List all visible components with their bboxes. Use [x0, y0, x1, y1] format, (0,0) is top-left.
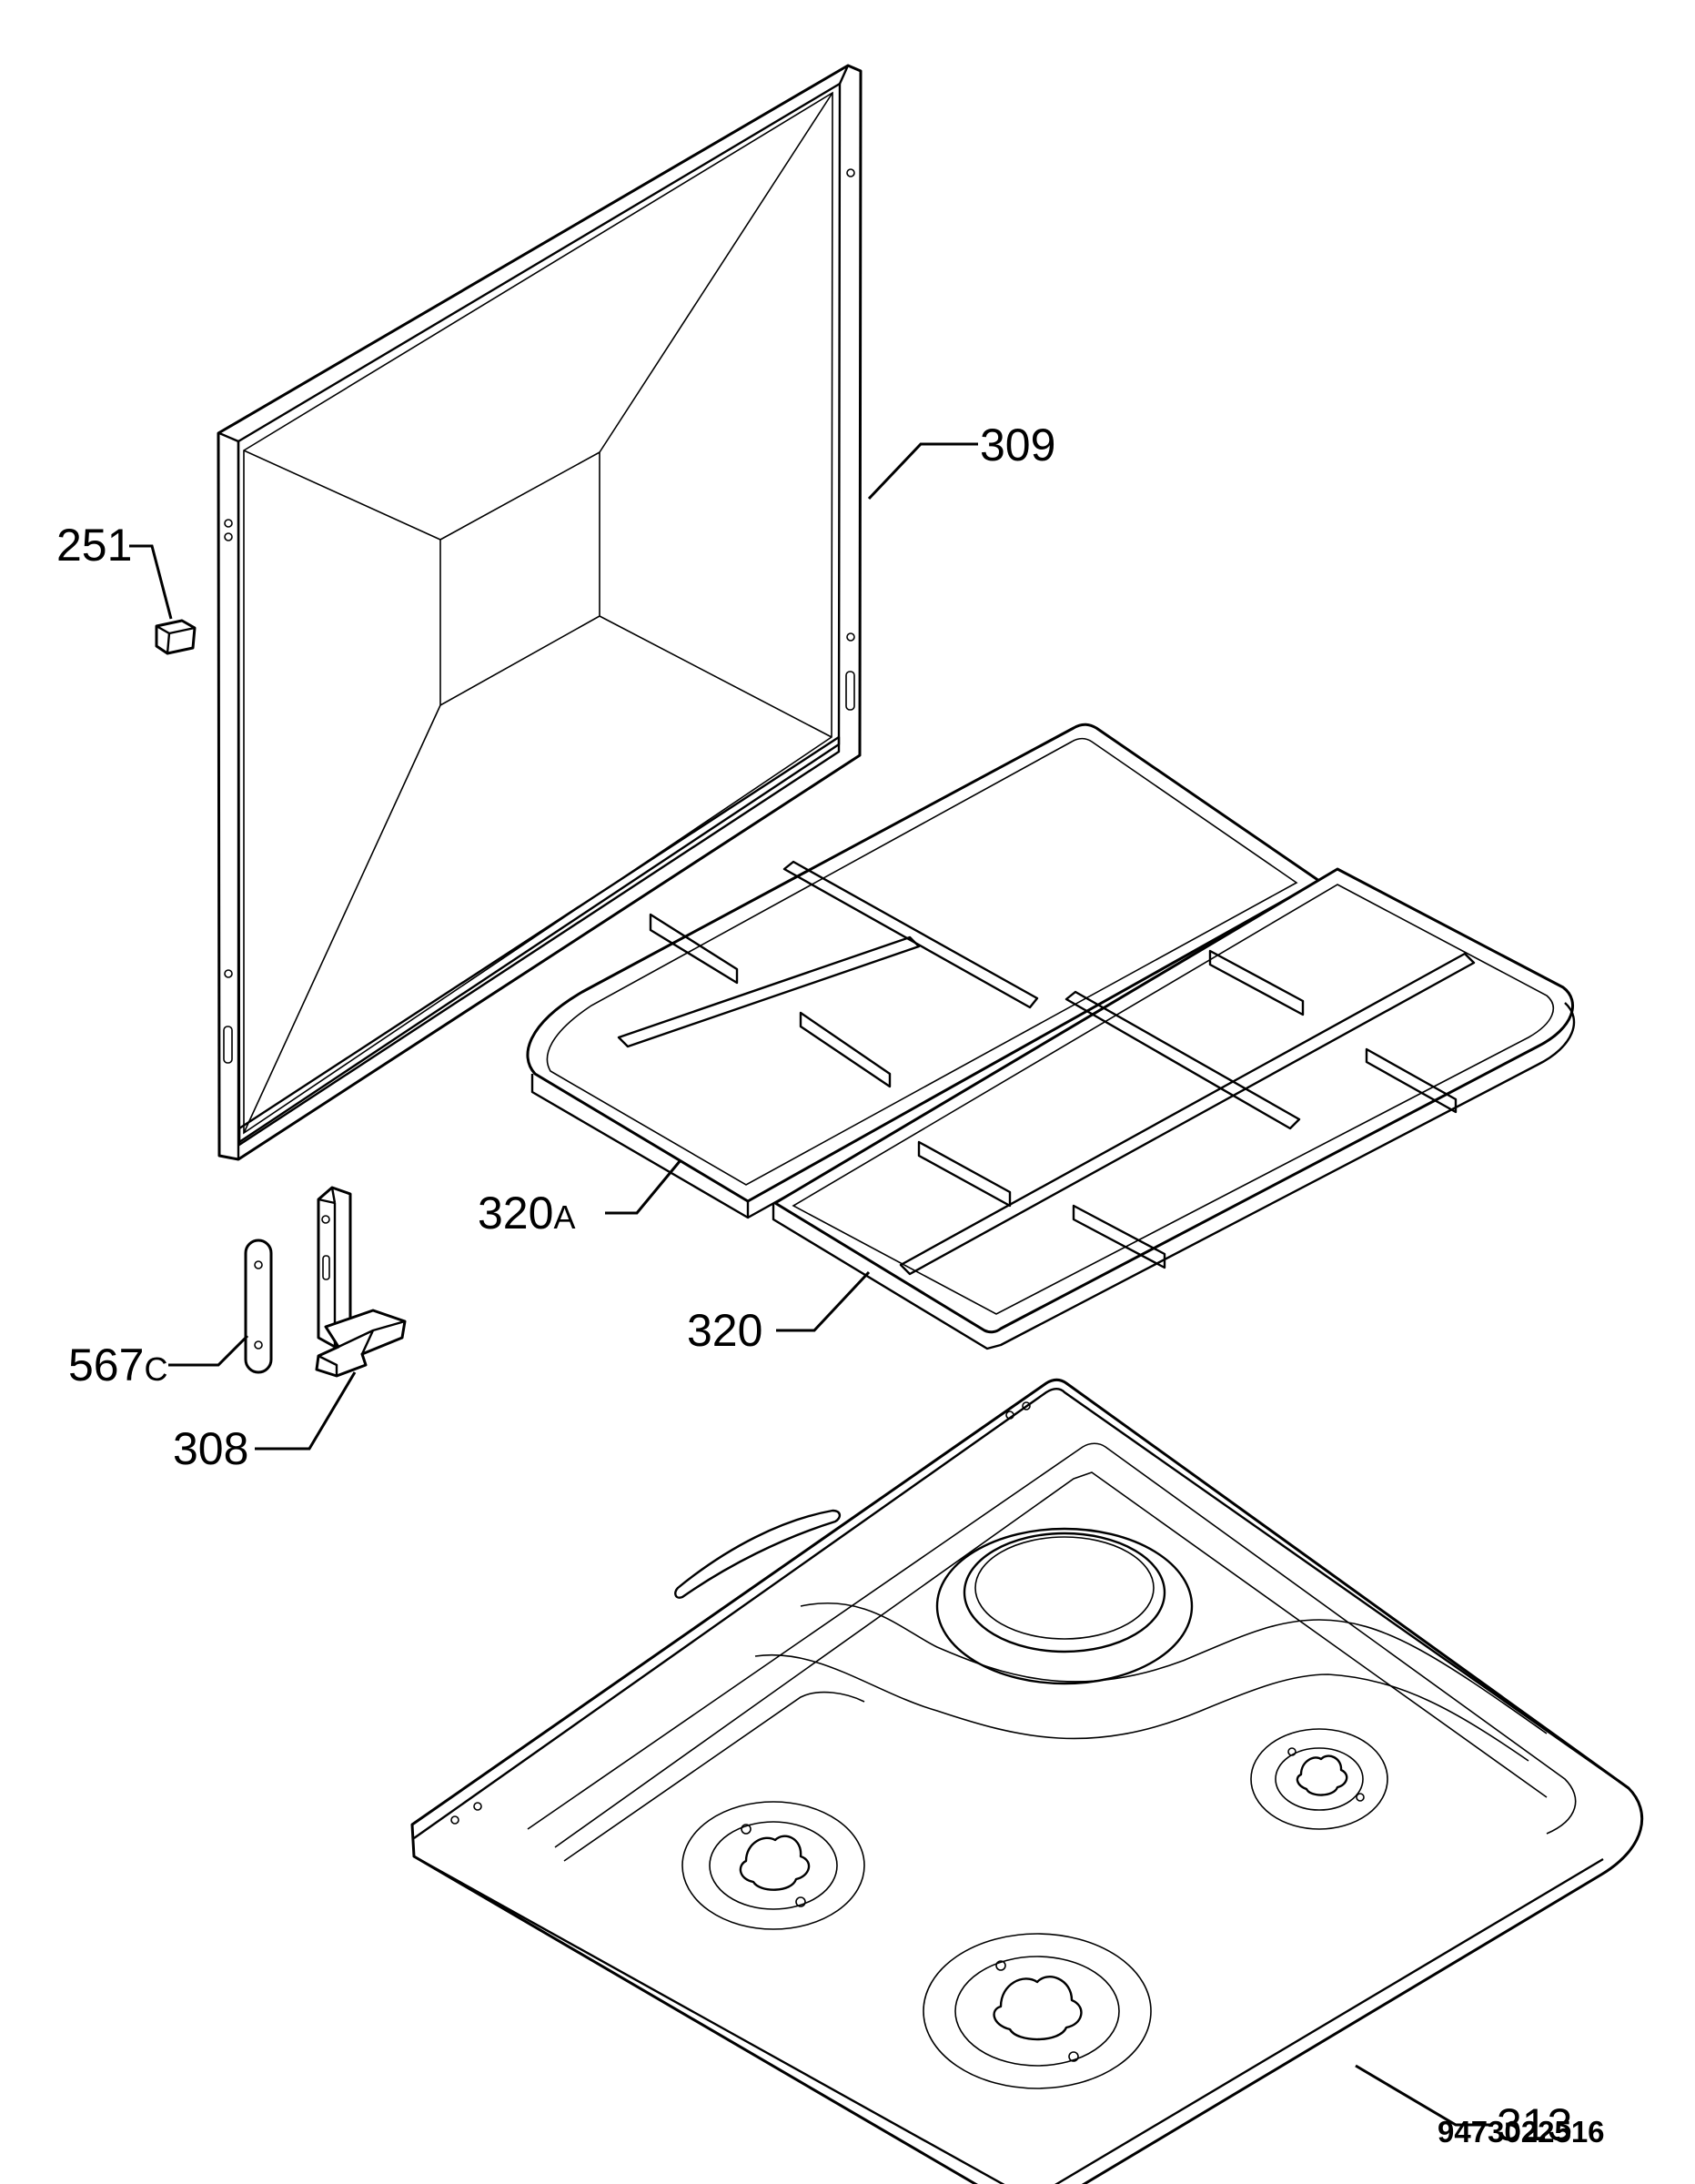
callout-309: 309: [980, 420, 1055, 470]
back-panel-309: [217, 64, 863, 1161]
document-number: 9473022516: [1438, 2115, 1605, 2149]
callout-320a: 320A: [478, 1188, 575, 1239]
clip-251: [155, 619, 197, 655]
pan-support-320: [772, 867, 1576, 1350]
callout-313: 313: [1497, 2099, 1572, 2150]
hob-top-313: [410, 1378, 1644, 2184]
leader-313: [1355, 2064, 1492, 2127]
leader-251: [129, 544, 173, 620]
callout-567c: 567C: [68, 1340, 167, 1390]
leader-lines: [129, 442, 1492, 2127]
callout-308: 308: [173, 1423, 248, 1474]
callout-320: 320: [687, 1305, 762, 1356]
leader-320: [776, 1270, 871, 1332]
leader-567c: [168, 1334, 249, 1367]
strip-567c: [244, 1239, 273, 1374]
callout-251: 251: [56, 520, 132, 571]
leader-320a: [605, 1159, 682, 1215]
leader-309: [867, 442, 978, 500]
leader-308: [255, 1371, 357, 1451]
hinge-308: [315, 1186, 407, 1378]
